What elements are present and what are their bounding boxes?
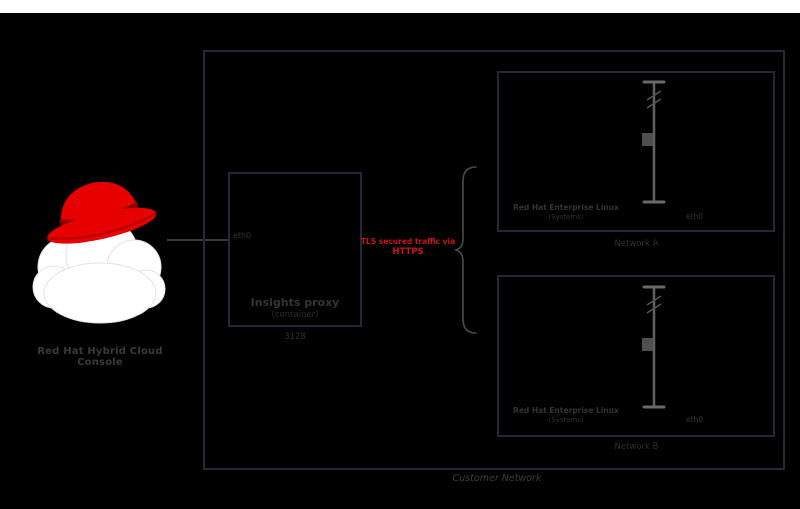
network-b-systems-line2: (Systems)	[548, 415, 584, 424]
https-traffic-line2: HTTPS	[392, 247, 424, 258]
network-a-label: Network A	[614, 239, 659, 249]
network-segment-a-icon	[642, 80, 666, 204]
network-b-systems-line1: Red Hat Enterprise Linux	[513, 406, 619, 415]
fedora-hat	[47, 181, 157, 244]
proxy-box: Insights proxy (container)	[228, 172, 362, 327]
https-traffic-label: TLS secured traffic via HTTPS	[352, 237, 464, 259]
https-traffic-line1: TLS secured traffic via	[360, 237, 456, 246]
network-segment-b-icon	[642, 285, 666, 409]
network-b-systems: Red Hat Enterprise Linux (Systems)	[506, 406, 626, 425]
network-a-systems: Red Hat Enterprise Linux (Systems)	[506, 203, 626, 222]
network-a-nic-label: eth0	[686, 212, 704, 221]
top-margin-strip	[0, 0, 800, 13]
network-a-systems-line1: Red Hat Enterprise Linux	[513, 203, 619, 212]
network-b-box	[497, 275, 775, 437]
proxy-title: Insights proxy	[250, 296, 340, 309]
cloud-shape	[32, 217, 166, 324]
customer-network-box	[203, 50, 785, 470]
cloud-service-label: Red Hat Hybrid Cloud Console	[37, 346, 163, 368]
network-a-box	[497, 71, 775, 232]
customer-network-label: Customer Network	[452, 473, 542, 484]
network-a-systems-line2: (Systems)	[548, 212, 584, 221]
network-b-label: Network B	[614, 442, 659, 452]
redhat-cloud-logo-icon	[32, 181, 166, 324]
cloud-to-proxy-connector	[167, 239, 229, 241]
curly-brace-icon	[454, 166, 477, 334]
proxy-subtitle: (container)	[271, 310, 319, 320]
proxy-port-label: 3128	[284, 332, 306, 342]
network-b-nic-label: eth0	[686, 415, 704, 424]
proxy-nic-label: eth0	[233, 231, 252, 240]
